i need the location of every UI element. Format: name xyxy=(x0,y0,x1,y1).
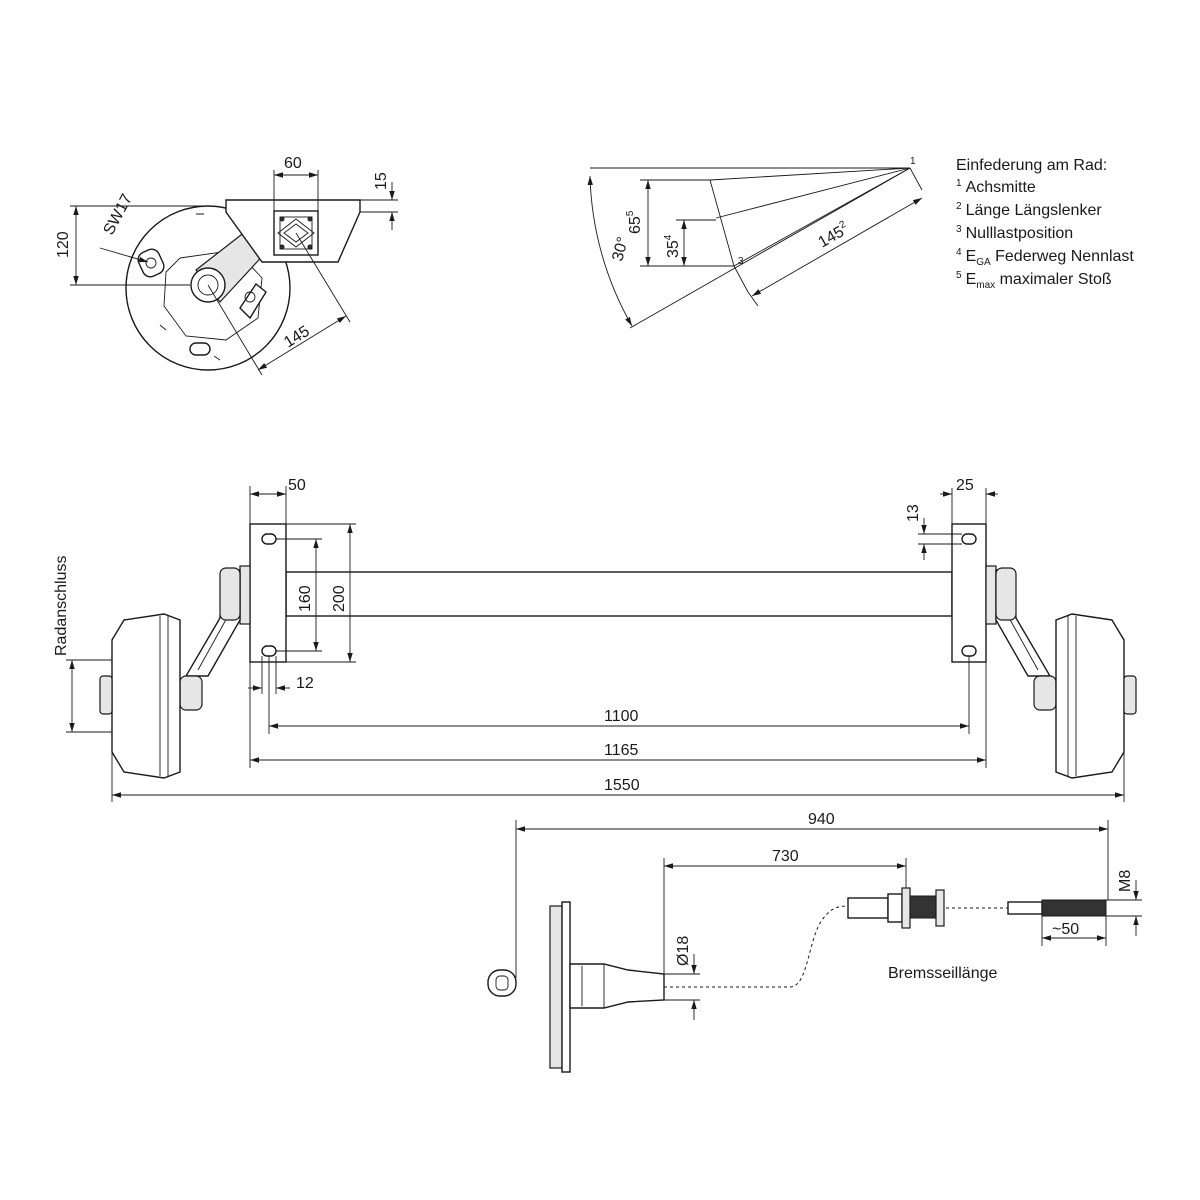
dim-50: 50 xyxy=(288,477,306,494)
dim-940: 940 xyxy=(808,811,835,828)
adjuster-sleeve xyxy=(847,897,889,919)
dim-50-approx: ~50 xyxy=(1052,921,1079,938)
suspension-diagram: 30° 655 354 1452 1 3 xyxy=(587,156,923,329)
point-3-label: 3 xyxy=(738,256,744,267)
dim-145-arm: 1452 xyxy=(815,219,853,252)
axle-view: 50 25 13 160 200 12 1100 xyxy=(53,477,1137,802)
mount-slot-bottom xyxy=(189,342,211,356)
dim-65: 655 xyxy=(625,210,644,234)
dim-sw17: SW17 xyxy=(101,191,137,238)
dim-30-deg: 30° xyxy=(609,235,632,263)
side-view: 60 15 120 SW17 145 xyxy=(55,155,398,376)
right-mount-plate xyxy=(951,523,987,663)
rubber-insert xyxy=(277,218,315,248)
dim-m8: M8 xyxy=(1117,870,1134,892)
dim-200: 200 xyxy=(331,585,348,612)
left-hub-cap xyxy=(99,675,113,715)
dim-35: 354 xyxy=(663,234,682,258)
cable-view: 940 730 M8 Ø18 ~50 Bremsseillänge xyxy=(487,811,1142,1073)
right-hub-cap xyxy=(1123,675,1137,715)
left-bracket xyxy=(239,565,251,625)
left-brake-drum xyxy=(111,613,181,779)
dim-15: 15 xyxy=(373,172,390,190)
cable-line xyxy=(664,905,851,988)
dim-diameter-18: Ø18 xyxy=(675,936,692,966)
right-bracket xyxy=(985,565,997,625)
dim-730: 730 xyxy=(772,848,799,865)
label-radanschluss: Radanschluss xyxy=(53,556,70,657)
adjuster-nut xyxy=(901,887,911,929)
cable-end-thread xyxy=(1007,901,1043,915)
dim-13: 13 xyxy=(905,504,922,522)
dim-1550: 1550 xyxy=(604,777,640,794)
label-bremsseillaenge: Bremsseillänge xyxy=(888,965,997,982)
legend-title: Einfederung am Rad: xyxy=(956,157,1107,174)
brake-back-plate xyxy=(549,905,563,1069)
axle-tube xyxy=(285,571,953,617)
cable-nipple xyxy=(487,969,517,997)
left-mount-plate xyxy=(249,523,287,663)
cable-boss xyxy=(569,963,665,1009)
mount-slot-left xyxy=(137,248,165,278)
point-1-label: 1 xyxy=(910,156,916,167)
dim-1165: 1165 xyxy=(604,742,639,759)
axle-stub-inner xyxy=(197,274,219,296)
dim-145-side: 145 xyxy=(281,323,313,352)
dim-1100: 1100 xyxy=(604,708,639,725)
dim-60: 60 xyxy=(284,155,302,172)
dim-120: 120 xyxy=(55,231,72,258)
dim-12: 12 xyxy=(296,675,314,692)
dim-160: 160 xyxy=(297,585,314,612)
right-brake-drum xyxy=(1055,613,1125,779)
dim-25: 25 xyxy=(956,477,974,494)
